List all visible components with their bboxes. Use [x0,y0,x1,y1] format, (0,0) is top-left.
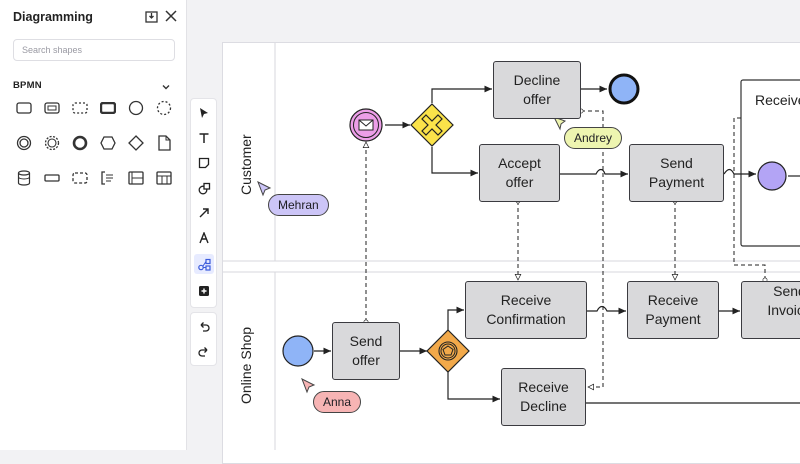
cursor-tag-anna: Anna [313,391,362,413]
panel-title: Diagramming [13,10,93,24]
transaction-shape-icon[interactable] [69,97,91,119]
select-tool-icon[interactable] [194,103,214,123]
pen-tool-icon[interactable] [194,228,214,248]
lane-label-customer: Customer [238,134,254,195]
close-icon[interactable] [163,8,179,24]
data-object-shape-icon[interactable] [153,132,175,154]
section-bpmn[interactable]: BPMN [13,80,42,91]
gateway-shape-icon[interactable] [125,132,147,154]
cursor-tag-andrey: Andrey [564,127,623,149]
diagram-flows [223,43,800,450]
event-based-shape-icon[interactable] [97,132,119,154]
more-tools-icon[interactable] [194,281,214,301]
search-input[interactable]: Search shapes [13,39,175,61]
shapes-panel: Diagramming Search shapes BPMN [0,0,187,450]
shapes-tool-icon[interactable] [194,178,214,198]
intermediate-catch-shape-icon[interactable] [41,132,63,154]
cursor-tag-mehran: Mehran [268,194,329,216]
intermediate-throw-shape-icon[interactable] [13,132,35,154]
task-shape-icon[interactable] [13,97,35,119]
lane-label-online-shop: Online Shop [238,326,254,404]
annotation-shape-icon[interactable] [97,167,119,189]
lane-shape-icon[interactable] [153,167,175,189]
tool-toolbar [190,98,217,308]
undo-icon[interactable] [194,317,214,337]
sticky-note-tool-icon[interactable] [194,153,214,173]
redo-icon[interactable] [194,342,214,362]
start-event-shape-icon[interactable] [125,97,147,119]
group-shape-icon[interactable] [69,167,91,189]
call-activity-shape-icon[interactable] [97,97,119,119]
connector-tool-icon[interactable] [194,203,214,223]
end-event-shape-icon[interactable] [69,132,91,154]
pool-shape-icon[interactable] [125,167,147,189]
data-store-shape-icon[interactable] [13,167,35,189]
message-band-shape-icon[interactable] [41,167,63,189]
diagram-tool-icon[interactable] [194,254,214,274]
task-receive-top[interactable]: Receive [755,92,800,108]
chevron-down-icon[interactable] [161,79,171,90]
pin-panel-icon[interactable] [143,8,159,24]
subprocess-shape-icon[interactable] [41,97,63,119]
task-send-invoice[interactable]: SendInvoice [741,281,800,339]
intermediate-event-shape-icon[interactable] [153,97,175,119]
text-tool-icon[interactable] [194,128,214,148]
history-toolbar [190,312,217,366]
